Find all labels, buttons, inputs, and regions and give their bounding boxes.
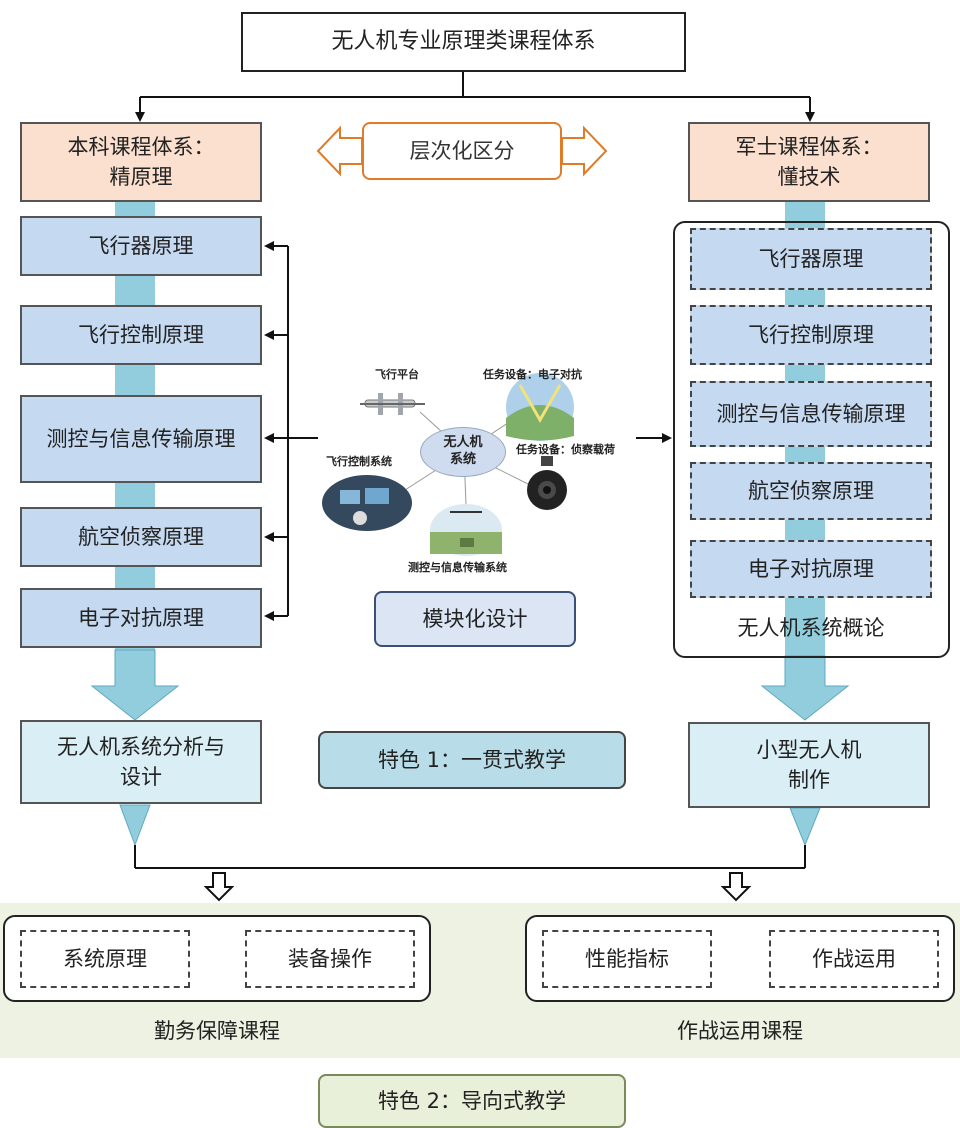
undergrad-header-line2: 精原理 (109, 165, 173, 189)
right-course-aircraft-principle: 飞行器原理 (690, 228, 932, 290)
right-course-telemetry: 测控与信息传输原理 (690, 381, 932, 447)
feature-2-label: 特色 2：导向式教学 (318, 1074, 626, 1128)
uav-overview-panel (673, 221, 950, 658)
uav-analysis-design: 无人机系统分析与 设计 (20, 720, 262, 804)
performance-metrics-box: 性能指标 (542, 930, 712, 988)
right-course-reconnaissance: 航空侦察原理 (690, 462, 932, 520)
node-ecm: 任务设备：电子对抗 (483, 368, 582, 381)
right-course-ecm: 电子对抗原理 (690, 540, 932, 598)
logistics-course-label: 勤务保障课程 (154, 1019, 280, 1043)
uav-overview-label: 无人机系统概论 (737, 616, 885, 640)
small-uav-fabrication: 小型无人机 制作 (688, 722, 930, 808)
left-course-aircraft-principle: 飞行器原理 (20, 216, 262, 276)
fabrication-line2: 制作 (788, 768, 830, 792)
equipment-operation-box: 装备操作 (245, 930, 415, 988)
left-course-reconnaissance: 航空侦察原理 (20, 507, 262, 567)
system-principle-box: 系统原理 (20, 930, 190, 988)
hollow-down-arrow-right (720, 872, 752, 902)
left-course-telemetry: 测控与信息传输原理 (20, 395, 262, 483)
analysis-line2: 设计 (120, 765, 162, 789)
system-title: 无人机专业原理类课程体系 (241, 12, 686, 72)
undergrad-header: 本科课程体系： 精原理 (20, 122, 262, 202)
operations-course-label: 作战运用课程 (677, 1019, 803, 1043)
combat-employment-box: 作战运用 (769, 930, 939, 988)
right-course-flight-control: 飞行控制原理 (690, 305, 932, 365)
undergrad-header-line1: 本科课程体系： (67, 134, 215, 159)
hierarchy-right-arrowhead (561, 125, 608, 177)
nco-header: 军士课程体系： 懂技术 (688, 122, 930, 202)
nco-header-line1: 军士课程体系： (735, 134, 883, 159)
flight-control-image (322, 475, 412, 531)
modular-design-label: 模块化设计 (374, 591, 576, 647)
uav-system-hub: 无人机 系统 (420, 427, 506, 477)
reconnaissance-payload-image (527, 456, 567, 510)
node-recon: 任务设备：侦察载荷 (516, 443, 615, 456)
left-taper-arrow (119, 804, 151, 847)
right-taper-arrow (789, 807, 821, 847)
drone-image (360, 393, 425, 415)
node-telemetry: 测控与信息传输系统 (408, 561, 507, 574)
node-flight-platform: 飞行平台 (375, 368, 419, 381)
hierarchy-left-arrowhead (316, 125, 363, 177)
fabrication-line1: 小型无人机 (756, 737, 862, 762)
hub-line1: 无人机 (443, 435, 483, 451)
right-big-down-arrow (760, 655, 850, 721)
left-course-ecm: 电子对抗原理 (20, 588, 262, 648)
analysis-line1: 无人机系统分析与 (57, 734, 225, 759)
nco-header-line2: 懂技术 (777, 165, 841, 189)
feature-1-label: 特色 1：一贯式教学 (318, 731, 626, 789)
telemetry-system-image (430, 504, 502, 556)
hollow-down-arrow-left (203, 872, 235, 902)
left-big-down-arrow (90, 649, 180, 721)
hub-line2: 系统 (449, 452, 476, 467)
node-flight-control: 飞行控制系统 (326, 455, 392, 468)
electronic-countermeasure-image (506, 373, 574, 441)
hierarchy-label: 层次化区分 (362, 122, 562, 180)
left-course-flight-control: 飞行控制原理 (20, 305, 262, 365)
